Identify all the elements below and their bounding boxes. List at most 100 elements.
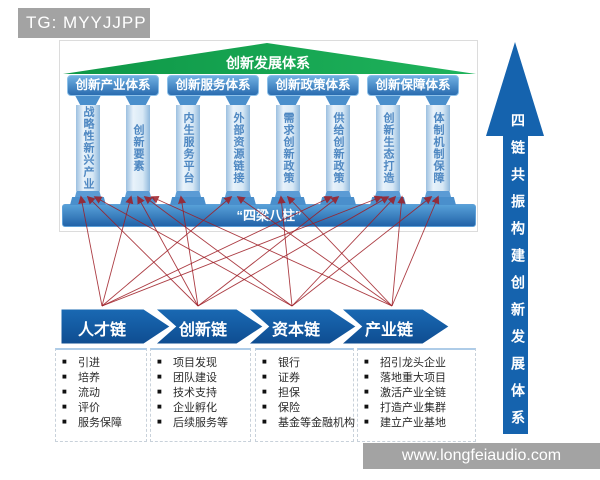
pillar-capital <box>225 96 251 105</box>
pillar-capital <box>425 96 451 105</box>
list-item-text: 落地重大项目 <box>380 371 446 384</box>
list-item-text: 银行 <box>278 356 300 369</box>
pillar-label: 内生服务平台 <box>182 112 194 184</box>
list-item-text: 基金等金融机构 <box>278 416 355 429</box>
pillar-capital <box>375 96 401 105</box>
pillar: 外部资源链接 <box>226 105 250 191</box>
pillar-base-step <box>425 191 451 197</box>
list-item: ■落地重大项目 <box>358 369 475 384</box>
bullet-icon: ■ <box>262 357 267 366</box>
list-item: ■ 招引龙头企业 <box>358 354 475 369</box>
pillar-capital <box>75 96 101 105</box>
bullet-icon: ■ <box>157 402 162 411</box>
list-item-text: 招引龙头企业 <box>380 356 446 369</box>
pillar-label: 创新要素 <box>132 124 144 172</box>
pillar: 体制机制保障 <box>426 105 450 191</box>
pillar-base-step <box>170 197 206 205</box>
list-item-text: 企业孵化 <box>173 401 217 414</box>
bullet-icon: ■ <box>157 357 162 366</box>
list-item-text: 流动 <box>78 386 100 399</box>
chain-list: ■项目发现■团队建设■技术支持■企业孵化■后续服务等 <box>150 348 251 442</box>
pillar-capital <box>325 96 351 105</box>
pillar: 内生服务平台 <box>176 105 200 191</box>
pillar-base-step <box>325 191 351 197</box>
bullet-icon: ■ <box>364 417 369 426</box>
bullet-icon: ■ <box>364 387 369 396</box>
chain-label: 产业链 <box>364 322 413 339</box>
pillar-label: 创新生态打造 <box>382 112 394 184</box>
pillar-label: 战略性新兴产业 <box>82 106 94 190</box>
list-item: ■ 技术支持 <box>151 384 250 399</box>
pillar-base-step <box>125 191 151 197</box>
list-item-text: 技术支持 <box>173 386 217 399</box>
bullet-icon: ■ <box>262 417 267 426</box>
pillar: 创新要素 <box>126 105 150 191</box>
list-item: ■ 团队建设 <box>151 369 250 384</box>
pillar: 战略性新兴产业 <box>76 105 100 191</box>
chain-list: ■银行■证券■担保■保险■基金等金融机构 <box>255 348 355 442</box>
pillar-base-step <box>220 197 256 205</box>
pillar-base-step <box>70 197 106 205</box>
bullet-icon: ■ <box>157 387 162 396</box>
bullet-icon: ■ <box>364 402 369 411</box>
list-item: ■ 后续服务等 <box>151 414 250 429</box>
pillar-label: 外部资源链接 <box>232 112 244 184</box>
pillar-base-step <box>375 191 401 197</box>
list-item-text: 建立产业基地 <box>380 416 446 429</box>
list-item: ■激活产业全链 <box>358 384 475 399</box>
pillar-base-step <box>225 191 251 197</box>
list-item: ■ 银行 <box>256 354 353 369</box>
roof-title: 创新发展体系 <box>226 55 310 71</box>
list-item: ■引进 <box>56 354 146 369</box>
beam: 创新政策体系 <box>267 75 359 96</box>
pillar-base-step <box>270 197 306 205</box>
beam: 创新产业体系 <box>67 75 159 96</box>
pillar: 供给创新政策 <box>326 105 350 191</box>
pillar-base-step <box>175 191 201 197</box>
beam: 创新服务体系 <box>167 75 259 96</box>
bullet-icon: ■ <box>62 402 67 411</box>
list-item-text: 保险 <box>278 401 300 414</box>
side-arrow-text: 四链共振构建创新发展体系 <box>510 113 526 437</box>
bullet-icon: ■ <box>62 417 67 426</box>
pillar-base-step <box>75 191 101 197</box>
pillar: 需求创新政策 <box>276 105 300 191</box>
list-item-text: 服务保障 <box>78 416 122 429</box>
list-item: ■ 培养 <box>56 369 146 384</box>
list-item: ■证券 <box>256 369 353 384</box>
bullet-icon: ■ <box>62 372 67 381</box>
chain-list: ■招引龙头企业■落地重大项目■激活产业全链■打造产业集群■建立产业基地 <box>357 348 476 442</box>
channel-badge: TG: MYYJJPP <box>18 8 150 38</box>
pillar: 创新生态打造 <box>376 105 400 191</box>
list-item: ■ 流动 <box>56 384 146 399</box>
foundation-bar: “四梁八柱” <box>62 204 476 227</box>
bullet-icon: ■ <box>262 387 267 396</box>
beam: 创新保障体系 <box>367 75 459 96</box>
bullet-icon: ■ <box>262 372 267 381</box>
list-item-text: 后续服务等 <box>173 416 228 429</box>
list-item: ■ 打造产业集群 <box>358 399 475 414</box>
pillar-capital <box>125 96 151 105</box>
foundation-label: “四梁八柱” <box>236 208 302 223</box>
list-item-text: 团队建设 <box>173 371 217 384</box>
chain-list: ■引进 ■ 培养 ■ 流动 ■ 评价 ■ 服务保障 <box>55 348 147 442</box>
bullet-icon: ■ <box>62 387 67 396</box>
list-item: ■项目发现 <box>151 354 250 369</box>
list-item-text: 评价 <box>78 401 100 414</box>
chain-label: 资本链 <box>271 322 320 339</box>
pillar-capital <box>175 96 201 105</box>
bullet-icon: ■ <box>157 417 162 426</box>
list-item-text: 打造产业集群 <box>380 401 446 414</box>
bullet-icon: ■ <box>157 372 162 381</box>
pillar-base-step <box>320 197 356 205</box>
list-item: ■ 基金等金融机构 <box>256 414 355 429</box>
list-item-text: 培养 <box>78 371 100 384</box>
pillar-label: 体制机制保障 <box>432 112 444 184</box>
pillar-label: 需求创新政策 <box>282 112 294 184</box>
bullet-icon: ■ <box>262 402 267 411</box>
chain-label: 人才链 <box>77 322 126 339</box>
pillar-base-step <box>275 191 301 197</box>
bullet-icon: ■ <box>364 357 369 366</box>
list-item: ■ 服务保障 <box>56 414 146 429</box>
watermark-bar: www.longfeiaudio.com <box>363 443 600 469</box>
